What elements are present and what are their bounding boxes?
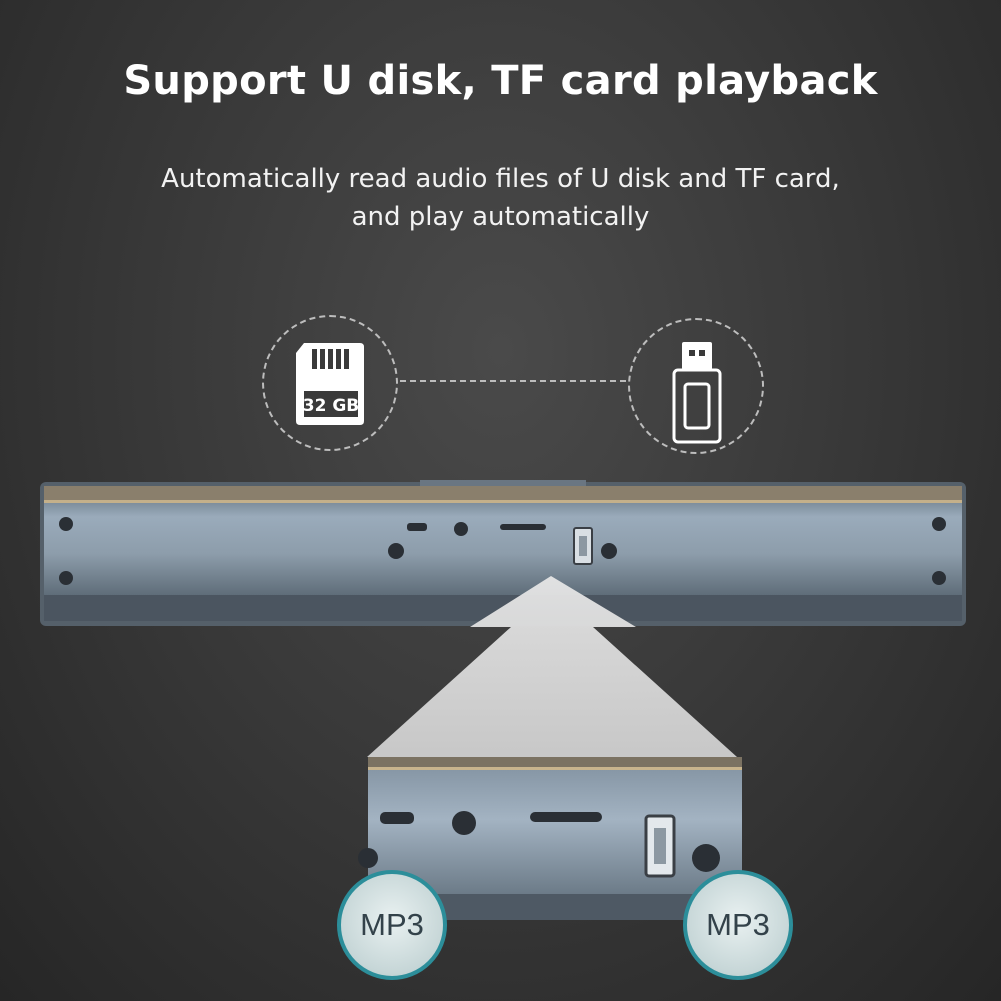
usb-circle [628,318,764,454]
arrow-shape [367,576,737,757]
subline-2: and play automatically [351,202,650,232]
dashed-connector [400,380,626,382]
mp3-badge-right: MP3 [683,870,793,980]
sd-card-icon: 32 GB [296,343,364,425]
headline: Support U disk, TF card playback [123,58,878,104]
tf-card-circle: 32 GB [262,315,398,451]
mp3-badge-left: MP3 [337,870,447,980]
tf-card-label: 32 GB [303,396,360,416]
usb-drive-icon [672,342,722,444]
subline-1: Automatically read audio files of U disk… [161,164,840,194]
soundbar [40,480,966,626]
